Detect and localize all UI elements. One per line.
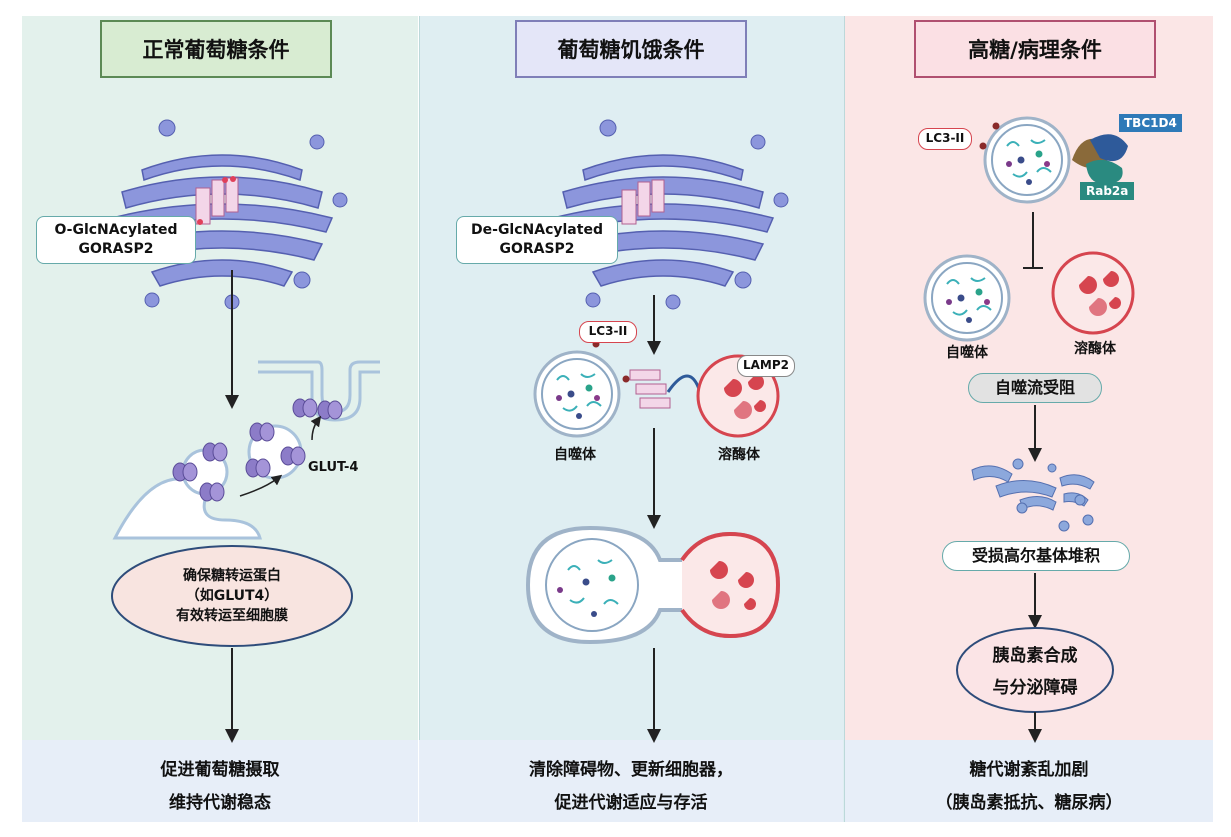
lysosome-blocked [1051,251,1135,335]
header-starvation: 葡萄糖饥饿条件 [515,20,747,78]
golgi-label-line-2: GORASP2 [499,241,575,257]
autophagosome-label-starvation: 自噬体 [554,447,596,463]
footer-line-1: 糖代谢紊乱加剧 [969,760,1089,780]
autophagosome-rab2a-complex [979,116,1128,204]
golgi-label-line-1: O-GlcNAcylated [54,222,178,238]
lc3-badge-high: LC3-II [918,128,972,150]
lysosome-label-starvation: 溶酶体 [718,447,760,463]
panel-glucose-starvation [419,16,845,822]
golgi-label-line-2: GORASP2 [78,241,154,257]
golgi-starvation [552,119,789,310]
fragmented-golgi [971,458,1095,532]
autolysosome [525,525,781,645]
footer-line-2: 维持代谢稳态 [169,793,271,813]
lamp2-badge: LAMP2 [737,355,795,377]
oval-line-1: 确保糖转运蛋白 [183,568,281,584]
footer-starvation: 清除障碍物、更新细胞器， 促进代谢适应与存活 [419,740,843,822]
summary-oval [111,545,353,647]
damaged-golgi-accumulation: 受损高尔基体堆积 [942,541,1130,571]
footer-normal: 促进葡萄糖摄取 维持代谢稳态 [22,740,418,822]
insulin-text: 胰岛素合成 与分泌障碍 [965,640,1105,704]
lysosome-label-high: 溶酶体 [1074,341,1116,357]
glut4-trafficking-cell [112,360,380,540]
footer-line-2: （胰岛素抵抗、糖尿病） [935,793,1123,813]
autophagosome-blocked [923,254,1011,342]
autophagosome-starvation [533,340,630,438]
golgi-label-starvation: De-GlcNAcylated GORASP2 [456,216,618,264]
oval-line-3: 有效转运至细胞膜 [176,608,288,624]
golgi-label-normal: O-GlcNAcylated GORASP2 [36,216,196,264]
oval-text: 确保糖转运蛋白 （如GLUT4） 有效转运至细胞膜 [132,566,332,626]
golgi-normal [111,119,348,310]
header-normal: 正常葡萄糖条件 [100,20,332,78]
rab2a-badge: Rab2a [1080,182,1135,200]
glut4-label: GLUT-4 [308,460,359,475]
lc3-badge-starvation: LC3-II [579,321,637,343]
autophagy-flux-blocked: 自噬流受阻 [968,373,1102,403]
header-high-glucose: 高糖/病理条件 [914,20,1156,78]
autophagosome-label-high: 自噬体 [946,345,988,361]
footer-line-2: 促进代谢适应与存活 [554,793,708,813]
insulin-line-1: 胰岛素合成 [992,646,1078,666]
footer-line-1: 促进葡萄糖摄取 [160,760,280,780]
tbc1d4-badge: TBC1D4 [1119,114,1182,132]
footer-line-1: 清除障碍物、更新细胞器， [529,760,733,780]
insulin-line-2: 与分泌障碍 [992,678,1078,698]
oval-line-2: （如GLUT4） [185,588,279,604]
golgi-label-line-1: De-GlcNAcylated [471,222,603,238]
footer-high-glucose: 糖代谢紊乱加剧 （胰岛素抵抗、糖尿病） [845,740,1213,822]
panel-normal-glucose [22,16,418,822]
